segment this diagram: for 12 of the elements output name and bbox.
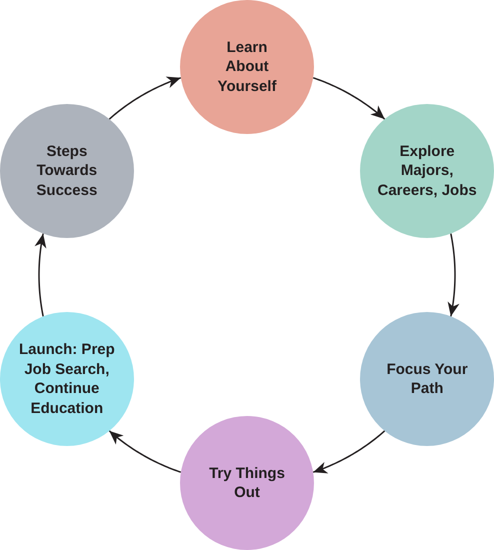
step-label: Learn About Yourself [216, 38, 278, 96]
arrow [108, 430, 182, 473]
arrow [312, 430, 386, 474]
arrow [312, 77, 386, 120]
arrow [34, 234, 46, 316]
arrow [448, 234, 460, 316]
step-label: Launch: Prep Job Search, Continue Education [18, 340, 116, 418]
step-label: Focus Your Path [386, 360, 469, 398]
step-label: Try Things Out [208, 464, 286, 502]
step-label: Steps Towards Success [35, 142, 98, 200]
step-label: Explore Majors, Careers, Jobs [376, 142, 478, 200]
arrow [108, 76, 182, 120]
